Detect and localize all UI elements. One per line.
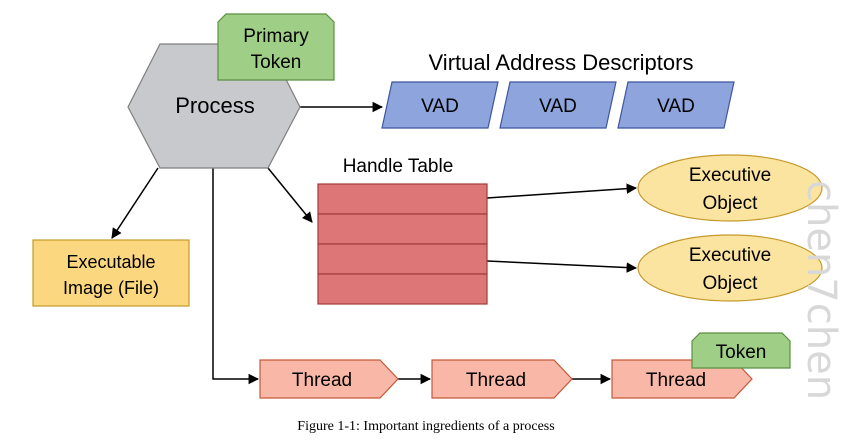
thread-list: Thread Thread Thread <box>259 359 753 399</box>
executive-object-line1: Executive <box>689 165 771 186</box>
vad-label-3: VAD <box>657 96 695 117</box>
connectors <box>111 101 638 385</box>
arrow-handle-to-object-1 <box>486 183 638 199</box>
figure-caption: Figure 1-1: Important ingredients of a p… <box>297 419 554 434</box>
executive-object-line2: Object <box>703 273 759 294</box>
vad-box-2 <box>499 81 617 129</box>
vad-label-1: VAD <box>421 96 459 117</box>
thread-token-label: Token <box>716 342 767 363</box>
arrow-process-to-image <box>111 167 159 239</box>
thread-label-2: Thread <box>466 370 526 391</box>
watermark: chen7chen <box>798 180 844 400</box>
arrow-process-to-handle-table <box>267 167 313 223</box>
handle-table-row <box>317 213 488 245</box>
thread-box-1 <box>259 359 399 399</box>
vad-list: VAD VAD VAD <box>381 81 735 129</box>
thread-token-node: Token <box>691 332 791 369</box>
executive-object-ellipse <box>637 234 823 302</box>
executive-object-2: Executive Object <box>637 234 823 302</box>
executable-image-line2: Image (File) <box>63 278 159 298</box>
vad-box-3 <box>617 81 735 129</box>
handle-table-row <box>317 273 488 305</box>
arrow-process-to-thread <box>212 168 260 385</box>
handle-table-title: Handle Table <box>343 156 454 177</box>
vad-label-2: VAD <box>539 96 577 117</box>
arrow-handle-to-object-2 <box>486 260 638 273</box>
thread-token-box <box>691 332 791 369</box>
thread-box-2 <box>431 359 573 399</box>
executable-image-line1: Executable <box>66 252 155 272</box>
primary-token-node: Primary Token <box>217 13 335 81</box>
executive-object-line2: Object <box>703 193 759 214</box>
handle-table-row <box>317 183 488 215</box>
process-label: Process <box>175 93 254 118</box>
executive-object-line1: Executive <box>689 245 771 266</box>
handle-table <box>317 183 488 305</box>
primary-token-line1: Primary <box>243 26 309 47</box>
handle-table-row <box>317 243 488 275</box>
vad-box-1 <box>381 81 499 129</box>
executable-image-box <box>32 239 190 307</box>
vad-title: Virtual Address Descriptors <box>429 50 694 75</box>
thread-label-1: Thread <box>292 370 352 391</box>
executive-object-ellipse <box>637 154 823 222</box>
executable-image-node: Executable Image (File) <box>32 239 190 307</box>
executive-object-1: Executive Object <box>637 154 823 222</box>
primary-token-box <box>217 13 335 81</box>
primary-token-line2: Token <box>251 52 302 73</box>
thread-label-3: Thread <box>646 370 706 391</box>
